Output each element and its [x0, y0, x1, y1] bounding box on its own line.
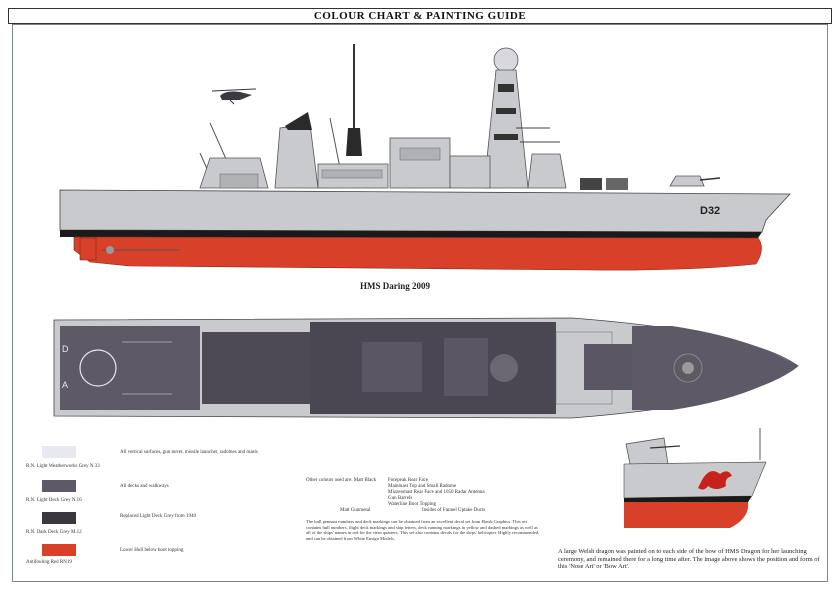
- ship-side-profile: D32: [59, 44, 791, 271]
- sampson-radome: [493, 47, 519, 73]
- oc-usage: Mainmast Top and Small Radome: [388, 484, 457, 489]
- funnel: [274, 123, 319, 189]
- decal-notes: The hull pennant numbers and deck markin…: [306, 519, 540, 541]
- helicopter-icon: [211, 88, 257, 105]
- foredeck: [632, 326, 798, 410]
- swatch-desc: Replaced Light Deck Grey from 1940: [120, 514, 196, 519]
- swatch-desc: Lower Hull below boot topping: [120, 548, 184, 553]
- hangar-roof: [202, 332, 310, 404]
- mast-block: [346, 128, 362, 156]
- oc-usage: Forepeak Rear Face: [388, 478, 428, 483]
- colour-swatch-legend: All vertical surfaces, gun turret, missi…: [26, 446, 326, 586]
- page-title: COLOUR CHART & PAINTING GUIDE: [313, 10, 527, 22]
- oc-colour: Matt Gunmetal: [340, 508, 371, 513]
- superstructure-roof: [310, 322, 556, 414]
- pennant-number: D32: [700, 205, 720, 217]
- swatch-desc: All vertical surfaces, gun turret, missi…: [120, 450, 258, 455]
- oc-usage: Insides of Funnel Uptake Ducts: [422, 508, 486, 513]
- bow-dragon-view: [623, 428, 767, 528]
- ship-caption: HMS Daring 2009: [360, 281, 431, 291]
- page-frame: [12, 24, 828, 582]
- svg-text:D: D: [62, 344, 69, 354]
- flight-deck: [60, 326, 200, 410]
- swatch-light-weatherworks-grey: [42, 446, 76, 458]
- oc-usage: Gun Barrels: [388, 496, 413, 501]
- other-colours-heading: Other colours used are:: [306, 478, 353, 483]
- silo-grid: [584, 344, 632, 390]
- ship-plan-view: D A: [53, 317, 799, 419]
- swatch-label: R.N. Light Weatherworks Grey N.33: [26, 464, 100, 469]
- boot-topping: [60, 230, 762, 238]
- swatch-label: R.N. Light Deck Grey N.16: [26, 498, 82, 503]
- bridge: [527, 153, 567, 189]
- other-colours-list: Other colours used are: Matt Black Forep…: [306, 478, 546, 514]
- oc-colour: Matt Black: [353, 478, 377, 483]
- oc-usage: Mizzenmast Rear Face and 1050 Radar Ante…: [388, 490, 485, 495]
- oc-usage: Waterline Boot Topping: [388, 502, 437, 507]
- welsh-dragon-icon: [698, 471, 732, 490]
- swatch-label: Antifouling Red RN19: [26, 560, 72, 565]
- swatch-antifouling-red: [42, 544, 76, 556]
- hull-upper: [59, 189, 791, 233]
- dragon-note: A large Welsh dragon was painted on to e…: [558, 548, 820, 571]
- title-bar: COLOUR CHART & PAINTING GUIDE: [8, 8, 832, 24]
- svg-text:A: A: [62, 380, 68, 390]
- swatch-label: R.N. Dark Deck Grey M.12: [26, 530, 82, 535]
- swatch-light-deck-grey: [42, 480, 76, 492]
- swatch-desc: All decks and walkways: [120, 484, 169, 489]
- superstructure: [199, 112, 567, 189]
- lower-hull: [73, 236, 762, 271]
- swatch-dark-deck-grey: [42, 512, 76, 524]
- main-gun: [669, 175, 721, 187]
